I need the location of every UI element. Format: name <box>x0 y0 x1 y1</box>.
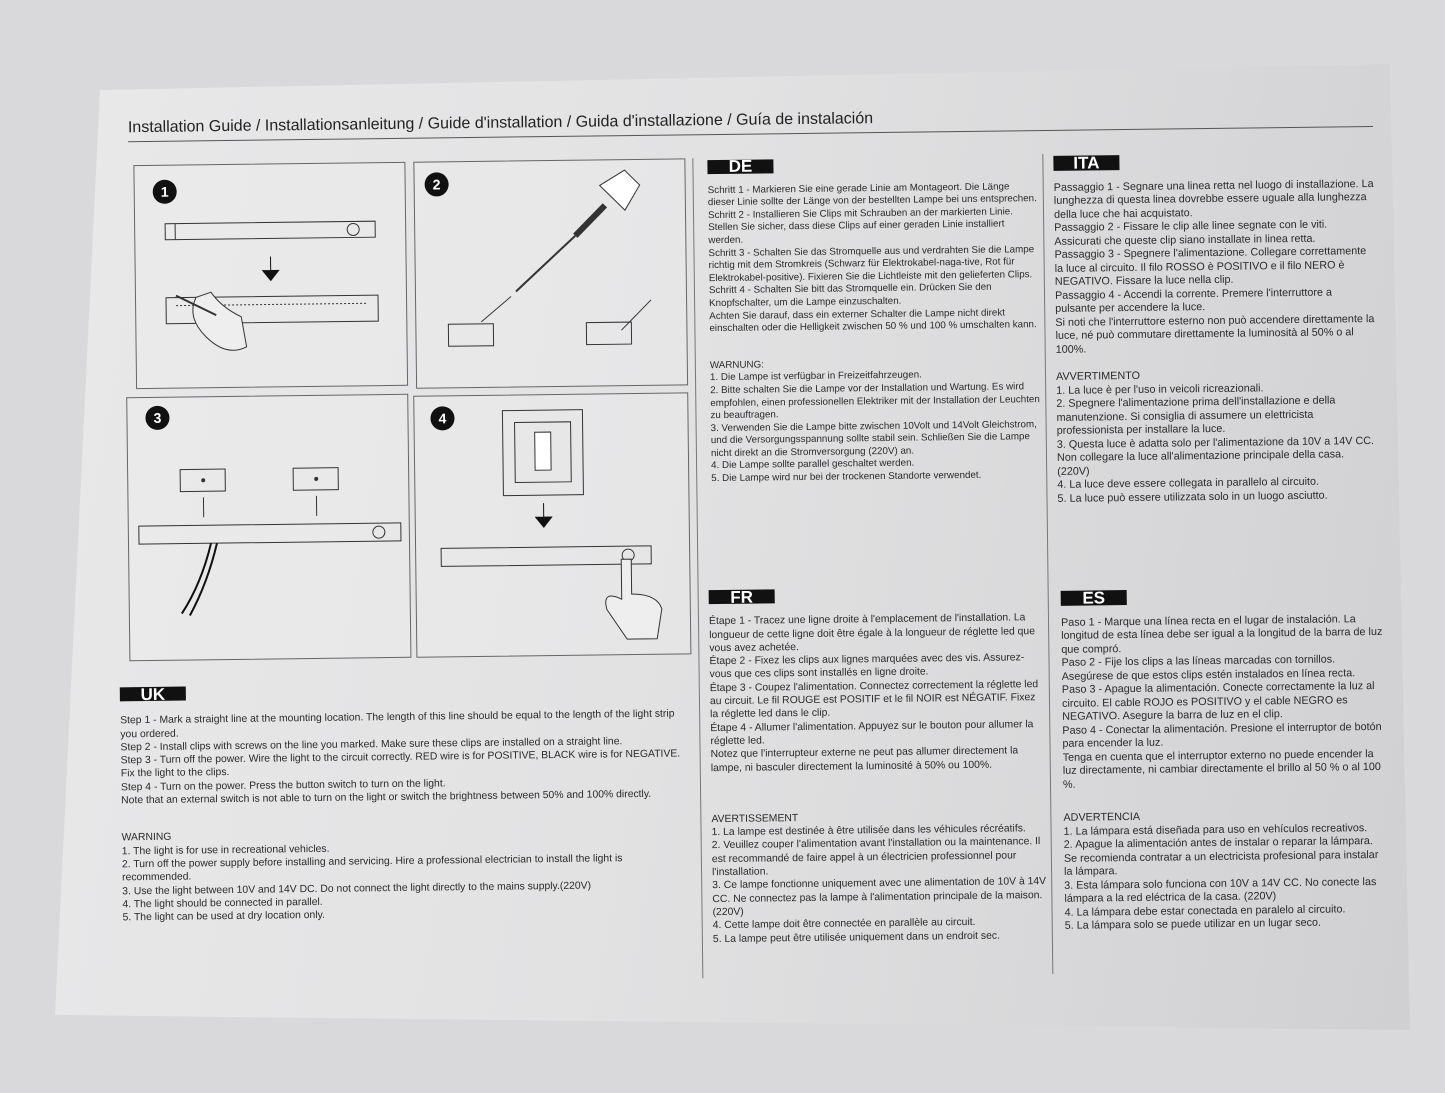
fr-warning: 2. Veuillez couper l'alimentation avant … <box>712 835 1047 879</box>
light-bar <box>139 523 401 544</box>
language-badge-fr: FR <box>709 589 775 604</box>
de-warning: 5. Die Lampe wird nur bei der trockenen … <box>711 469 1041 486</box>
language-badge-ita: ITA <box>1053 155 1119 170</box>
de-step: Schritt 3 - Schalten Sie das Stromquelle… <box>708 244 1038 286</box>
language-badge-uk: UK <box>120 687 186 702</box>
de-warning: 2. Bitte schalten Sie die Lampe vor der … <box>710 381 1040 423</box>
light-bar <box>441 546 651 567</box>
fr-step: Étape 2 - Fixez les clips aux lignes mar… <box>709 651 1044 682</box>
fr-step: Étape 4 - Allumer l'alimentation. Appuye… <box>710 718 1045 749</box>
screw-icon <box>481 297 511 322</box>
clip <box>448 324 493 347</box>
hand-pressing-icon <box>605 559 662 640</box>
svg-text:4: 4 <box>438 410 446 426</box>
section-uk: UK Step 1 - Mark a straight line at the … <box>120 680 695 924</box>
wires <box>181 543 218 615</box>
svg-text:1: 1 <box>161 184 169 200</box>
step-4-illustration: 4 <box>413 392 691 657</box>
arrow-down-icon <box>263 256 279 280</box>
es-note: Tenga en cuenta que el interruptor exter… <box>1063 747 1388 791</box>
es-step: Paso 3 - Apague la alimentación. Conecte… <box>1062 680 1387 724</box>
fr-warning: 3. Ce lampe fonctionne uniquement avec u… <box>712 875 1047 919</box>
ita-step: Passaggio 4 - Accendi la corrente. Preme… <box>1055 285 1375 316</box>
de-step: Schritt 2 - Installieren Sie Clips mit S… <box>708 206 1038 248</box>
step-1-illustration: 1 <box>133 162 408 389</box>
arrow-down-icon <box>536 503 552 527</box>
de-warning: 3. Verwenden Sie die Lampe bitte zwische… <box>711 419 1041 461</box>
es-step: Paso 2 - Fije los clips a las líneas mar… <box>1061 653 1386 684</box>
es-warning: 3. Esta lámpara solo funciona con 10V a … <box>1064 875 1389 906</box>
ita-warning: 2. Spegnere l'alimentazione prima dell'i… <box>1056 394 1376 438</box>
section-fr: FR Étape 1 - Tracez une ligne droite à l… <box>709 586 1048 946</box>
ita-step: Passaggio 2 - Fissare le clip alle linee… <box>1054 218 1374 249</box>
step-2-illustration: 2 <box>413 158 688 388</box>
es-warning: 5. La lámpara solo se puede utilizar en … <box>1065 916 1390 933</box>
light-bar <box>165 221 375 240</box>
clip <box>586 322 631 345</box>
hand-icon <box>193 292 247 351</box>
fr-step: Étape 3 - Coupez l'alimentation. Connect… <box>710 678 1045 722</box>
ita-note: Si noti che l'interruttore esterno non p… <box>1055 312 1375 356</box>
ita-warning: 3. Questa luce è adatta solo per l'alime… <box>1057 434 1377 478</box>
step-3-illustration: 3 <box>126 394 411 661</box>
de-step: Schritt 1 - Markieren Sie eine gerade Li… <box>708 181 1038 210</box>
ita-step: Passaggio 1 - Segnare una linea retta ne… <box>1054 177 1374 221</box>
section-de: DE Schritt 1 - Markieren Sie eine gerade… <box>707 156 1041 486</box>
language-badge-es: ES <box>1061 590 1127 605</box>
es-warning: 2. Apague la alimentación antes de insta… <box>1064 835 1389 879</box>
es-step: Paso 1 - Marque una línea recta en el lu… <box>1061 612 1386 656</box>
section-ita: ITA Passaggio 1 - Segnare una linea rett… <box>1053 152 1377 506</box>
ita-step: Passaggio 3 - Spegnere l'alimentazione. … <box>1054 245 1374 289</box>
language-badge-de: DE <box>707 159 773 173</box>
screwdriver-icon <box>599 170 639 210</box>
fr-note: Notez que l'interrupteur externe ne peut… <box>711 744 1046 775</box>
es-step: Paso 4 - Conectar la alimentación. Presi… <box>1062 720 1387 751</box>
de-note: Achten Sie darauf, dass ein externer Sch… <box>709 307 1039 336</box>
column-divider <box>692 158 703 978</box>
section-es: ES Paso 1 - Marque una línea recta en el… <box>1061 587 1390 933</box>
fr-step: Étape 1 - Tracez une ligne droite à l'em… <box>709 611 1044 655</box>
svg-text:2: 2 <box>433 176 441 192</box>
svg-text:3: 3 <box>153 410 161 426</box>
